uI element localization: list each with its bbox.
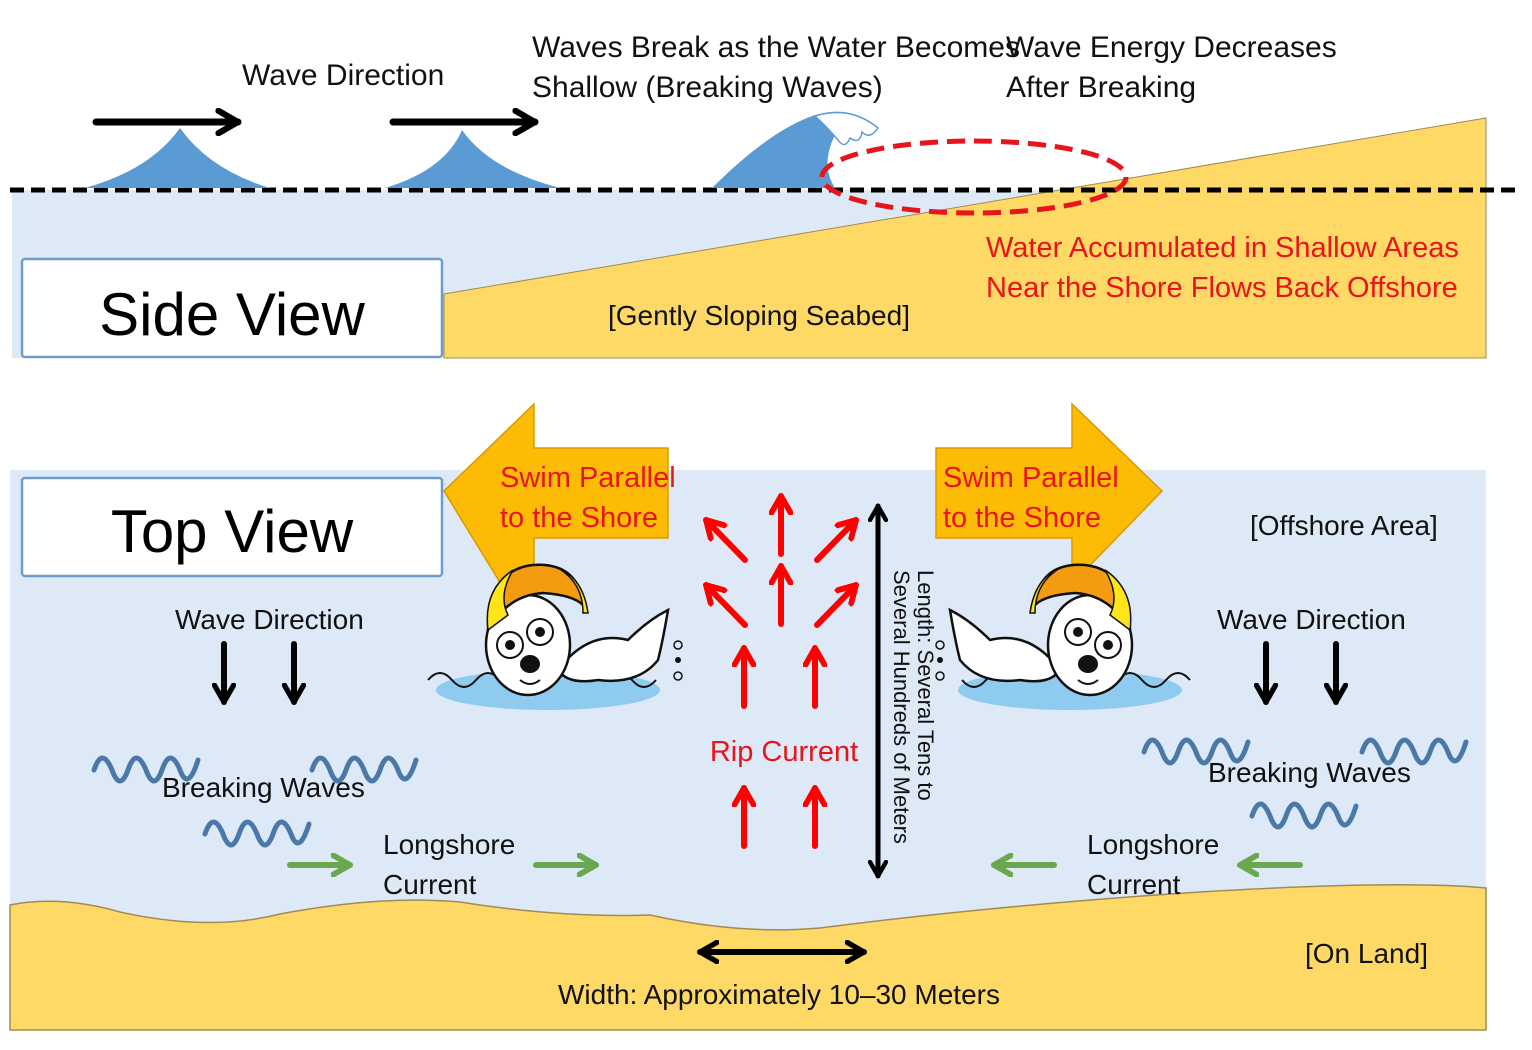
length-label-line2: Several Hundreds of Meters: [889, 570, 914, 844]
longshore-right-line1: Longshore: [1087, 829, 1219, 860]
rip-current-label: Rip Current: [710, 736, 858, 768]
side-view-title: Side View: [99, 281, 365, 348]
breaking-waves-left-label: Breaking Waves: [162, 772, 365, 803]
swim-right-line1: Swim Parallel: [943, 462, 1119, 494]
rip-arrow: [814, 517, 859, 563]
rip-arrow: [703, 582, 748, 628]
wave-foam-icon: [813, 111, 880, 146]
energy-label-line1: Wave Energy Decreases: [1006, 31, 1337, 64]
on-land-label: [On Land]: [1305, 938, 1428, 969]
rip-current-arrows: [703, 493, 859, 849]
longshore-left-line2: Current: [383, 869, 477, 900]
wave-crest-icon: [385, 130, 560, 188]
swim-right-line2: to the Shore: [943, 502, 1101, 534]
seabed-label: [Gently Sloping Seabed]: [608, 300, 910, 331]
backflow-label-line2: Near the Shore Flows Back Offshore: [986, 272, 1458, 304]
wave-crest-icon: [85, 128, 270, 188]
side-view-title-box: [20, 257, 444, 359]
rip-arrow: [703, 517, 748, 563]
breaking-label-line1: Waves Break as the Water Becomes: [532, 31, 1020, 64]
swim-right-arrow: [935, 402, 1164, 586]
longshore-left-line1: Longshore: [383, 829, 515, 860]
wave-direction-right-label: Wave Direction: [1217, 604, 1406, 635]
swim-left-line2: to the Shore: [500, 502, 658, 534]
longshore-right-line2: Current: [1087, 869, 1181, 900]
length-label-line1: Length: Several Tens to: [913, 570, 938, 801]
wave-direction-left-label: Wave Direction: [175, 604, 364, 635]
top-view-title-box: [20, 476, 444, 578]
offshore-label: [Offshore Area]: [1250, 510, 1438, 541]
top-view-panel: Swim Parallel to the Shore Swim Parallel…: [9, 402, 1487, 1031]
side-view-panel: Wave Direction Waves Break as the Water …: [10, 31, 1515, 359]
backflow-label-line1: Water Accumulated in Shallow Areas: [986, 232, 1459, 264]
energy-label-line2: After Breaking: [1006, 71, 1196, 104]
swim-left-arrow: [443, 402, 669, 641]
side-view-seabed: [443, 117, 1487, 359]
top-view-title: Top View: [111, 498, 354, 565]
swim-left-line1: Swim Parallel: [500, 462, 676, 494]
width-label: Width: Approximately 10–30 Meters: [558, 979, 1000, 1010]
breaking-waves-right-label: Breaking Waves: [1208, 757, 1411, 788]
rip-arrow: [814, 582, 859, 628]
energy-decrease-zone: [819, 138, 1129, 216]
breaking-label-line2: Shallow (Breaking Waves): [532, 71, 883, 104]
wave-direction-label: Wave Direction: [242, 59, 444, 92]
